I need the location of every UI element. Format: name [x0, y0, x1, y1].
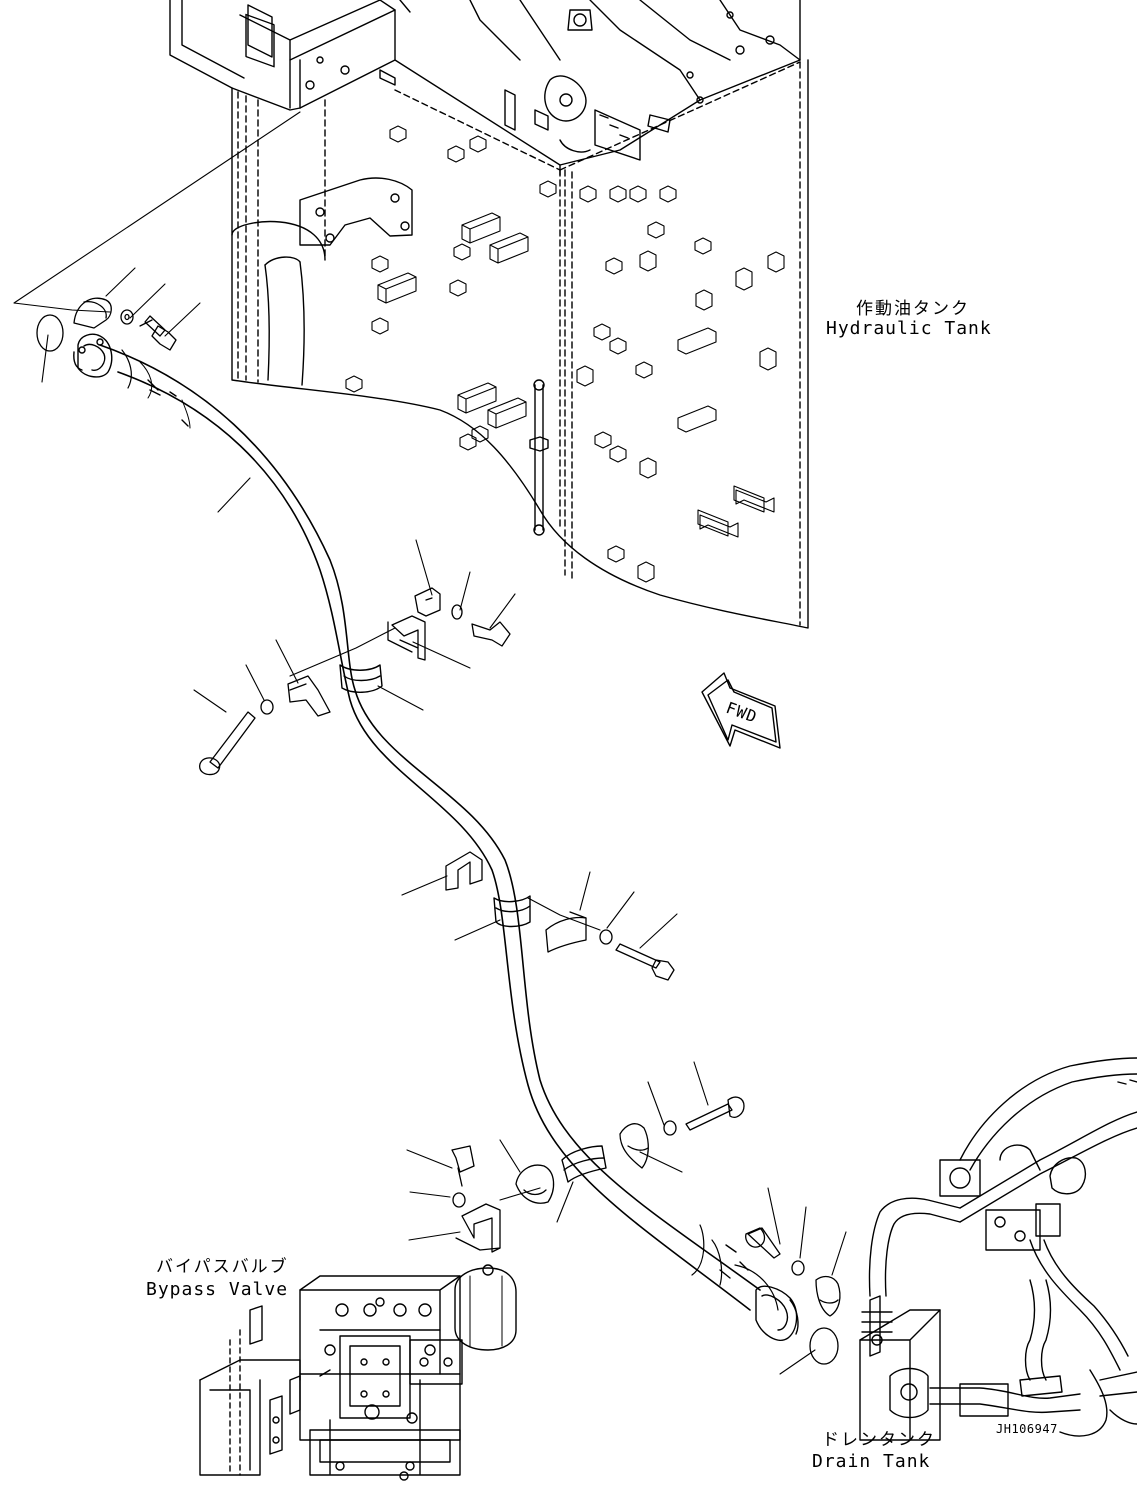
hydraulic-tank-label-jp: 作動油タンク — [856, 299, 970, 319]
drain-tank-label-en: Drain Tank — [812, 1451, 931, 1472]
drawing-code: JH106947 — [996, 1422, 1058, 1436]
fasteners — [36, 297, 841, 1365]
bypass-valve-label-en: Bypass Valve — [146, 1279, 289, 1300]
drain-tank-label-jp: ドレンタンク — [822, 1430, 936, 1450]
hose — [73, 333, 799, 1341]
hydraulic-tank-label-en: Hydraulic Tank — [826, 318, 992, 339]
fwd-arrow-shape — [701, 672, 781, 749]
bypass-valve-label-jp: バイパスバルブ — [156, 1257, 289, 1277]
hose-clamps — [339, 664, 607, 1183]
bypass-valve — [199, 1264, 517, 1481]
leader-lines — [13, 111, 847, 1375]
hydraulic-tank — [169, 0, 809, 629]
drain-tank — [859, 1057, 1137, 1441]
